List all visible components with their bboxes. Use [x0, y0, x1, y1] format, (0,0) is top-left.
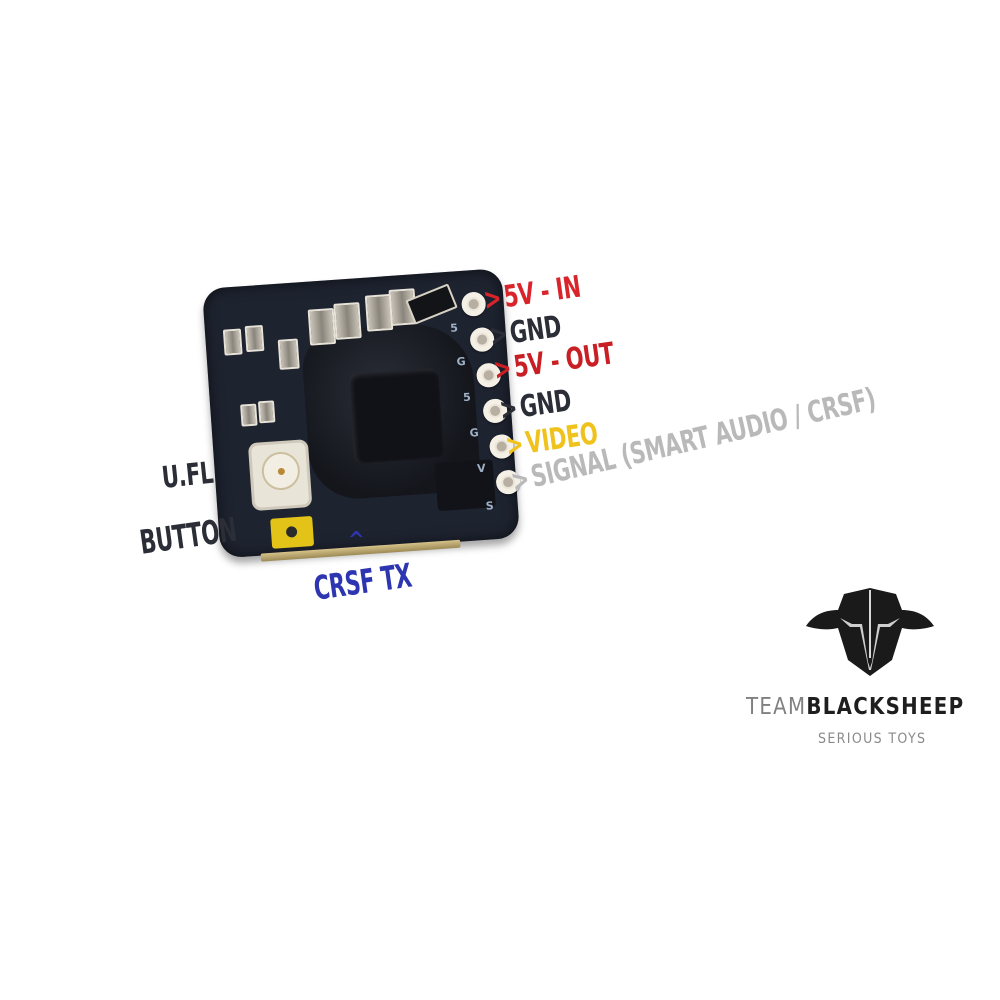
- arrow-icon: >: [481, 280, 504, 318]
- arrow-icon: >: [503, 426, 526, 464]
- arrow-icon: >: [497, 390, 520, 428]
- capacitor: [333, 302, 362, 340]
- brand-team: TEAM: [746, 694, 807, 720]
- silk-label: 5: [462, 390, 472, 405]
- capacitor: [277, 338, 300, 370]
- pcb: 5 G 5 G V S: [201, 268, 521, 562]
- sheep-head-logo-icon: [806, 588, 934, 676]
- ufl-connector: [251, 442, 310, 508]
- capacitor: [222, 328, 243, 356]
- capacitor: [244, 324, 265, 353]
- silk-label: S: [485, 499, 495, 513]
- button-actuator: [285, 526, 298, 538]
- brand-tagline: SERIOUS TOYS: [818, 731, 927, 747]
- capacitor: [307, 307, 337, 346]
- brand-wordmark: TEAMBLACKSHEEP: [746, 694, 964, 720]
- led: [240, 403, 258, 427]
- label-ufl: U.FL: [160, 455, 215, 496]
- ufl-ring: [260, 450, 302, 492]
- brand-blacksheep: BLACKSHEEP: [806, 694, 965, 720]
- silk-label: 5: [449, 321, 459, 335]
- arrow-icon: >: [487, 316, 510, 354]
- arrow-icon: >: [491, 350, 514, 388]
- silk-label: G: [469, 426, 480, 440]
- ufl-pin: [277, 467, 286, 476]
- led: [257, 400, 276, 424]
- silk-label: G: [456, 354, 467, 369]
- label-text: GND: [517, 383, 574, 425]
- crsf-tx-caret: ^: [348, 528, 365, 553]
- silk-label: V: [476, 461, 487, 476]
- bind-button: [270, 515, 315, 549]
- label-crsf-tx: CRSF TX: [311, 555, 414, 608]
- main-chip: [348, 367, 445, 464]
